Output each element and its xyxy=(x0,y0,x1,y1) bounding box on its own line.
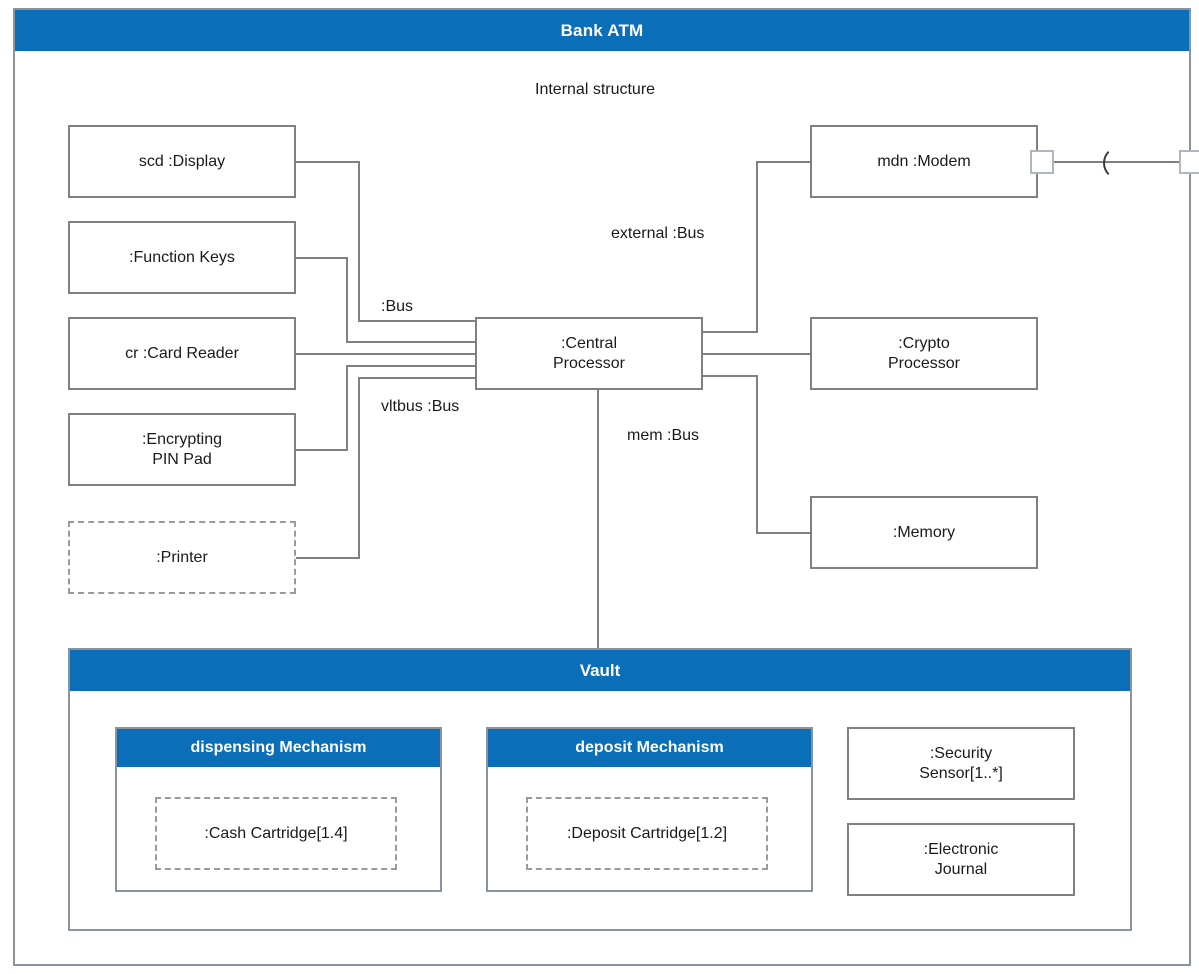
modem-port-icon[interactable] xyxy=(1030,150,1054,174)
part-card-reader[interactable]: cr :Card Reader xyxy=(68,317,296,390)
connector-funckeys-h1 xyxy=(296,257,348,259)
deposit-mechanism-title-bar: deposit Mechanism xyxy=(488,729,811,767)
connector-pinpad-h2 xyxy=(346,365,476,367)
dispensing-mechanism-title: dispensing Mechanism xyxy=(190,739,367,756)
connector-funckeys-v xyxy=(346,257,348,343)
connector-memory-h2 xyxy=(756,532,812,534)
vault-title: Vault xyxy=(579,660,621,680)
connector-cardreader-h xyxy=(296,353,476,355)
connector-label-external-bus: external :Bus xyxy=(611,225,705,242)
connector-display-v xyxy=(358,161,360,321)
bank-atm-title-bar: Bank ATM xyxy=(15,10,1189,51)
connector-printer-h1 xyxy=(296,557,360,559)
part-security-sensor[interactable]: :Security Sensor[1..*] xyxy=(847,727,1075,800)
part-crypto-processor[interactable]: :Crypto Processor xyxy=(810,317,1038,390)
part-memory[interactable]: :Memory xyxy=(810,496,1038,569)
connector-modem-h2 xyxy=(756,161,811,163)
connector-modem-h1 xyxy=(702,331,758,333)
dispensing-mechanism-title-bar: dispensing Mechanism xyxy=(117,729,440,767)
connector-modem-v xyxy=(756,161,758,333)
part-function-keys[interactable]: :Function Keys xyxy=(68,221,296,294)
connector-memory-h1 xyxy=(702,375,758,377)
required-interface-socket-icon xyxy=(1103,146,1119,178)
part-deposit-cartridge[interactable]: :Deposit Cartridge[1.2] xyxy=(526,797,768,870)
vault-title-bar: Vault xyxy=(70,650,1130,691)
connector-funckeys-h2 xyxy=(346,341,476,343)
connector-label-vltbus: vltbus :Bus xyxy=(381,398,460,415)
internal-structure-caption: Internal structure xyxy=(535,81,656,98)
part-cash-cartridge[interactable]: :Cash Cartridge[1.4] xyxy=(155,797,397,870)
bank-atm-title: Bank ATM xyxy=(560,20,644,40)
connector-printer-h2 xyxy=(358,377,476,379)
part-central-processor[interactable]: :Central Processor xyxy=(475,317,703,390)
connector-vault-v xyxy=(597,389,599,649)
connector-display-h1 xyxy=(296,161,360,163)
deposit-mechanism-title: deposit Mechanism xyxy=(575,739,724,756)
part-display[interactable]: scd :Display xyxy=(68,125,296,198)
connector-crypto-h xyxy=(702,353,812,355)
connector-memory-v xyxy=(756,375,758,534)
connector-label-mem-bus: mem :Bus xyxy=(627,427,700,444)
connector-label-bus: :Bus xyxy=(381,298,414,315)
connector-pinpad-h1 xyxy=(296,449,348,451)
connector-display-h2 xyxy=(358,320,476,322)
part-modem[interactable]: mdn :Modem xyxy=(810,125,1038,198)
part-encrypting-pin-pad[interactable]: :Encrypting PIN Pad xyxy=(68,413,296,486)
connector-pinpad-v xyxy=(346,365,348,451)
part-printer[interactable]: :Printer xyxy=(68,521,296,594)
connector-printer-v xyxy=(358,377,360,559)
part-electronic-journal[interactable]: :Electronic Journal xyxy=(847,823,1075,896)
atm-boundary-port-icon[interactable] xyxy=(1179,150,1199,174)
